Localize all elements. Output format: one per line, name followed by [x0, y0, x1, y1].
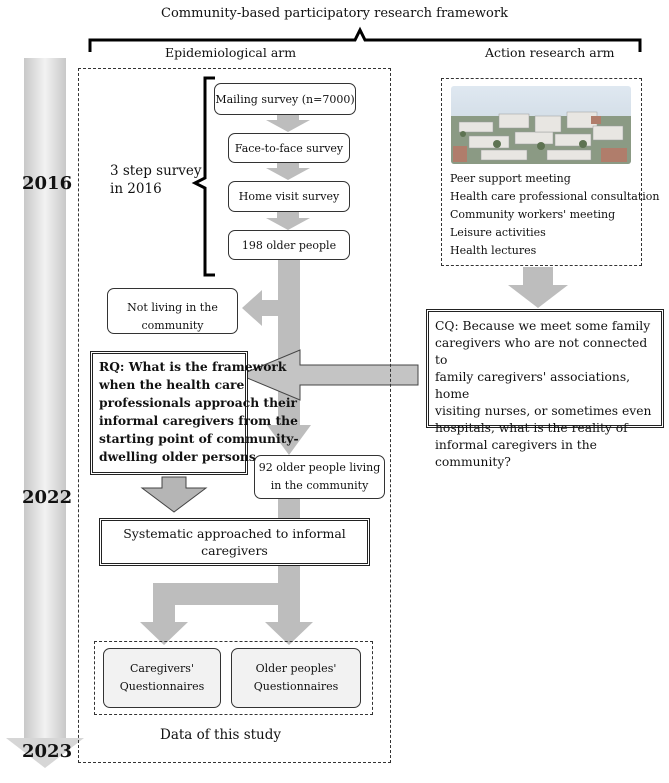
top-brace: [88, 26, 642, 52]
action-arm-label: Action research arm: [485, 45, 615, 60]
older-people-198-box: 198 older people: [228, 230, 350, 260]
caregivers-questionnaire-box: Caregivers' Questionnaires: [103, 648, 221, 708]
survey-label: 3 step survey in 2016: [110, 163, 202, 197]
year-2022: 2022: [22, 487, 73, 508]
not-living-box: Not living in the community: [107, 288, 238, 334]
aerial-housing-complex-photo: [451, 86, 631, 164]
action-down-arrow: [508, 267, 568, 308]
survey-brace: [191, 76, 215, 277]
survey-step-arrows: [266, 114, 310, 230]
face-to-face-survey-box: Face-to-face survey: [228, 133, 350, 163]
mailing-survey-box: Mailing survey (n=7000): [214, 83, 356, 115]
older-peoples-questionnaire-box: Older peoples' Questionnaires: [231, 648, 361, 708]
list-item: Health lectures: [450, 244, 537, 257]
diagram-title: Community-based participatory research f…: [161, 6, 508, 21]
list-item: Health care professional consultation: [450, 190, 660, 203]
timeline-arrow: [6, 58, 84, 768]
living-in-community-box: 92 older people living in the community: [254, 455, 385, 499]
cq-to-rq-arrow: [238, 349, 419, 401]
questionnaires-container: [94, 641, 373, 715]
clinical-question-box: CQ: Because we meet some family caregive…: [426, 309, 664, 469]
research-question-box: RQ: What is the framework when the healt…: [90, 351, 299, 475]
epidemiological-arm-container: [78, 68, 391, 763]
list-item: Leisure activities: [450, 226, 546, 239]
systematic-approach-box: Systematic approached to informal caregi…: [99, 518, 370, 566]
list-item: Community workers' meeting: [450, 208, 616, 221]
year-2023: 2023: [22, 741, 73, 762]
epidemiological-arm-label: Epidemiological arm: [165, 45, 297, 60]
rq-down-arrow: [140, 476, 208, 513]
data-of-this-study-label: Data of this study: [160, 727, 282, 743]
home-visit-survey-box: Home visit survey: [228, 181, 350, 212]
year-2016: 2016: [22, 173, 73, 194]
not-living-arrow: [242, 290, 278, 326]
action-activities-list: Peer support meeting Health care profess…: [450, 170, 660, 260]
list-item: Peer support meeting: [450, 172, 571, 185]
